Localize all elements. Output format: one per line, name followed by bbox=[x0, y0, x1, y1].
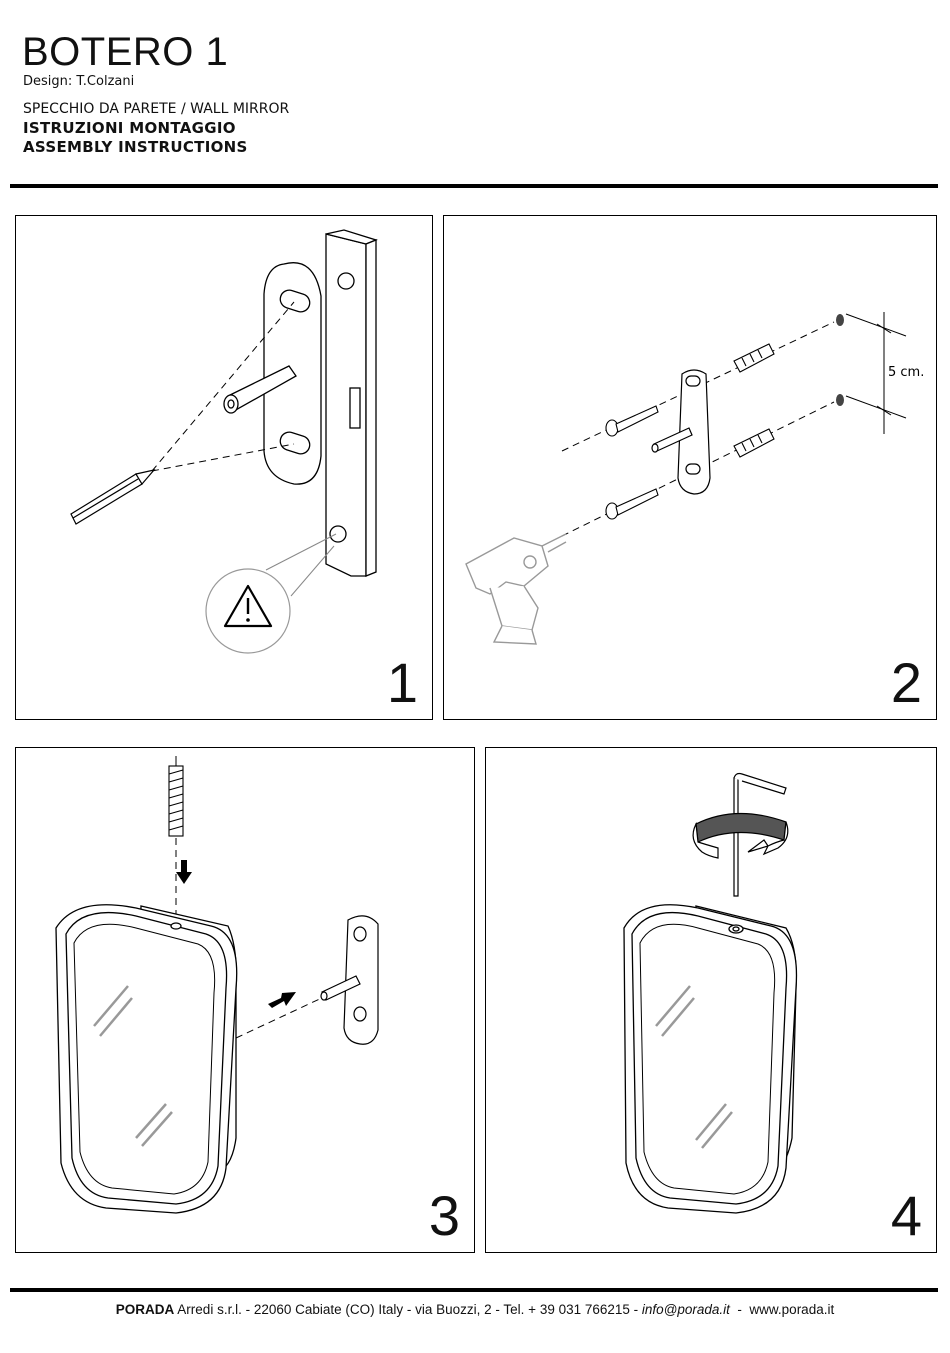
mounting-bracket bbox=[652, 370, 710, 494]
drill-hole-top bbox=[836, 314, 844, 326]
step-4-illustration bbox=[486, 748, 937, 1253]
step-2-illustration: 5 cm. bbox=[444, 216, 937, 720]
step-number-3: 3 bbox=[429, 1186, 460, 1246]
step-3-illustration bbox=[16, 748, 475, 1253]
step-number-4: 4 bbox=[891, 1186, 922, 1246]
screw-icon bbox=[169, 766, 183, 836]
instructions-heading-it: ISTRUZIONI MONTAGGIO bbox=[23, 119, 236, 137]
mirror bbox=[56, 905, 237, 1213]
company-footer: PORADA Arredi s.r.l. - 22060 Cabiate (CO… bbox=[0, 1302, 950, 1317]
step-1-illustration bbox=[16, 216, 433, 720]
screw-icon bbox=[606, 406, 658, 519]
step-panel-2: 5 cm. bbox=[443, 215, 937, 720]
drill-hole-bottom bbox=[836, 394, 844, 406]
designer-credit: Design: T.Colzani bbox=[23, 74, 134, 89]
mounting-bracket bbox=[224, 263, 321, 484]
mirror bbox=[624, 905, 796, 1213]
footer-divider bbox=[10, 1288, 938, 1292]
product-title: BOTERO 1 bbox=[22, 30, 228, 74]
arrow-down-icon bbox=[176, 860, 192, 884]
wall-plug-icon bbox=[734, 344, 774, 457]
company-email[interactable]: info@porada.it bbox=[642, 1302, 730, 1317]
pencil-icon bbox=[71, 470, 154, 524]
instructions-heading-en: ASSEMBLY INSTRUCTIONS bbox=[23, 138, 248, 156]
step-number-2: 2 bbox=[891, 653, 922, 713]
warning-callout bbox=[206, 534, 336, 653]
step-panel-4: 4 bbox=[485, 747, 937, 1253]
header-divider bbox=[10, 184, 938, 188]
company-website[interactable]: www.porada.it bbox=[749, 1302, 834, 1317]
footer-separator: - bbox=[730, 1302, 750, 1317]
wall-cleat bbox=[326, 230, 376, 576]
brand-name: PORADA bbox=[116, 1302, 175, 1317]
rotation-arrow-icon bbox=[693, 813, 788, 858]
product-type: SPECCHIO DA PARETE / WALL MIRROR bbox=[23, 101, 289, 117]
drill-icon bbox=[466, 534, 566, 644]
step-panel-1: 1 bbox=[15, 215, 433, 720]
step-panel-3: 3 bbox=[15, 747, 475, 1253]
company-address: Arredi s.r.l. - 22060 Cabiate (CO) Italy… bbox=[174, 1302, 642, 1317]
spacing-label: 5 cm. bbox=[888, 365, 924, 380]
step-number-1: 1 bbox=[387, 653, 418, 713]
mounting-bracket bbox=[321, 916, 378, 1044]
arrow-right-icon bbox=[268, 992, 296, 1008]
